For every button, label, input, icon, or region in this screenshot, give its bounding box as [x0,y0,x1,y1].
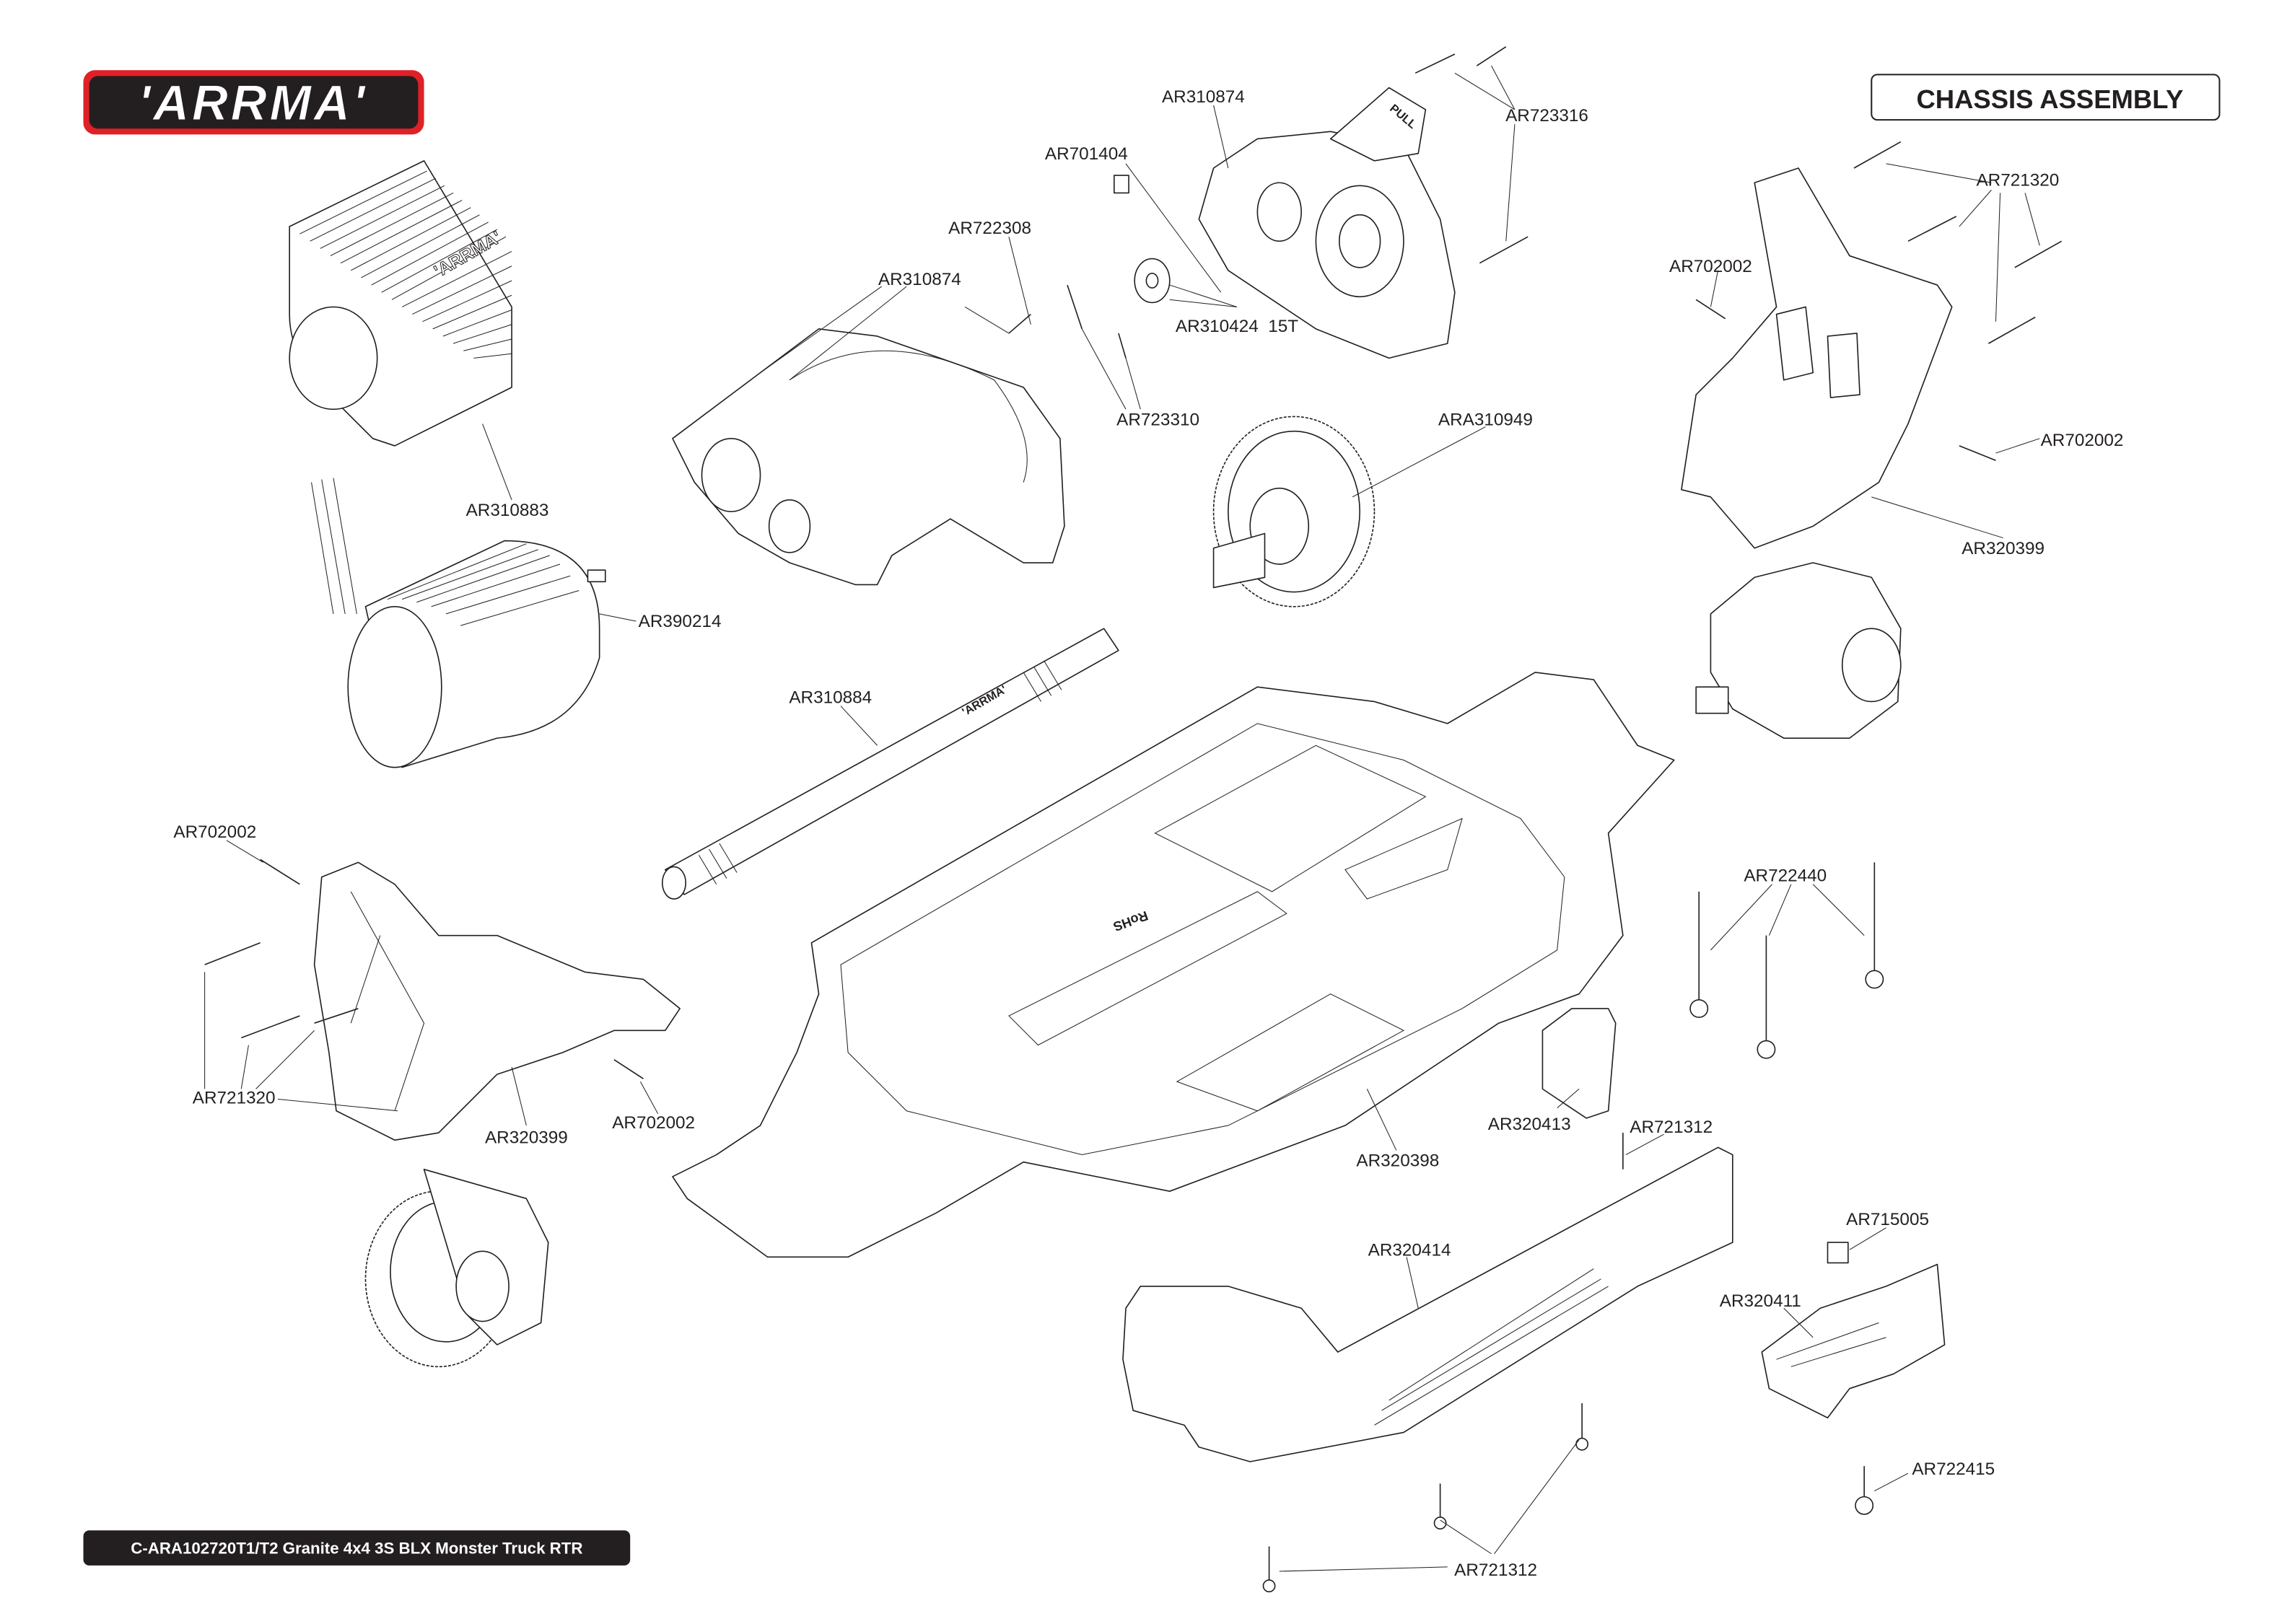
label-rear-screw-b: AR702002 [612,1113,695,1133]
label-spur-gear: ARA310949 [1438,411,1533,430]
pinion-part [1114,175,1171,304]
label-bumper-screw: AR722415 [1912,1460,1995,1479]
label-front-bulkhead-screws: AR721320 [1976,170,2059,190]
label-rear-screw-a: AR702002 [173,822,256,842]
label-front-bulkhead: AR320399 [1962,539,2045,558]
label-front-screw-a: AR702002 [1669,257,1752,276]
label-center-shaft: AR310884 [789,688,872,708]
part-labels: AR310874 AR723316 AR701404 AR722308 AR31… [173,87,2123,1580]
front-bulkhead-part [1681,167,1953,549]
front-differential-part [1695,562,1902,739]
label-plate-screw: AR722308 [948,219,1031,238]
label-nut: AR715005 [1846,1210,1929,1229]
label-heatsink: AR310883 [466,501,549,520]
label-set-screw: AR701404 [1045,144,1128,164]
mount-part [1541,1008,1617,1119]
label-mount: AR320413 [1488,1115,1571,1134]
svg-text:CHASSIS ASSEMBLY: CHASSIS ASSEMBLY [1916,84,2183,114]
bumper-mount-part [1761,1263,1946,1419]
label-gear-cover: AR310874 [1162,87,1245,107]
section-title: CHASSIS ASSEMBLY [1871,74,2221,121]
footer-model-badge: C-ARA102720T1/T2 Granite 4x4 3S BLX Mons… [83,1530,631,1566]
label-chassis: AR320398 [1356,1151,1439,1171]
svg-text:'ARRMA': 'ARRMA' [139,75,367,131]
screws [204,46,2063,1593]
chassis-part: RoHS [672,672,1675,1258]
heatsink-part: 'ARRMA' [289,160,512,447]
spur-gear-part [1212,416,1376,607]
label-gear-cover-screws: AR723316 [1505,106,1588,126]
label-mount-screw: AR721312 [1630,1118,1713,1137]
motor-plate-part [672,328,1065,586]
label-cover-screws: AR721312 [1454,1561,1537,1580]
motor-part [311,478,606,768]
rear-differential-part [364,1168,549,1368]
label-motor-screws: AR723310 [1116,411,1199,430]
label-motor-plate: AR310874 [878,270,961,289]
label-pinion: AR310424 15T [1176,317,1298,336]
label-posts: AR722440 [1744,866,1827,886]
label-rear-bulkhead: AR320399 [485,1128,568,1147]
label-front-screw-b: AR702002 [2041,431,2124,450]
leader-lines [204,65,2040,1572]
label-rear-bulkhead-screws: AR721320 [193,1089,276,1108]
rear-bulkhead-part [313,861,681,1141]
svg-text:C-ARA102720T1/T2 Granite 4x4 3: C-ARA102720T1/T2 Granite 4x4 3S BLX Mons… [131,1540,582,1558]
arrma-logo: 'ARRMA' [83,70,424,135]
label-motor: AR390214 [639,612,722,631]
label-battery-cover: AR320414 [1368,1240,1451,1260]
battery-cover-part [1122,1146,1733,1462]
nut-part [1827,1242,1849,1264]
gear-cover-part: PULL [1198,87,1456,359]
label-bumper-mount: AR320411 [1720,1291,1801,1311]
